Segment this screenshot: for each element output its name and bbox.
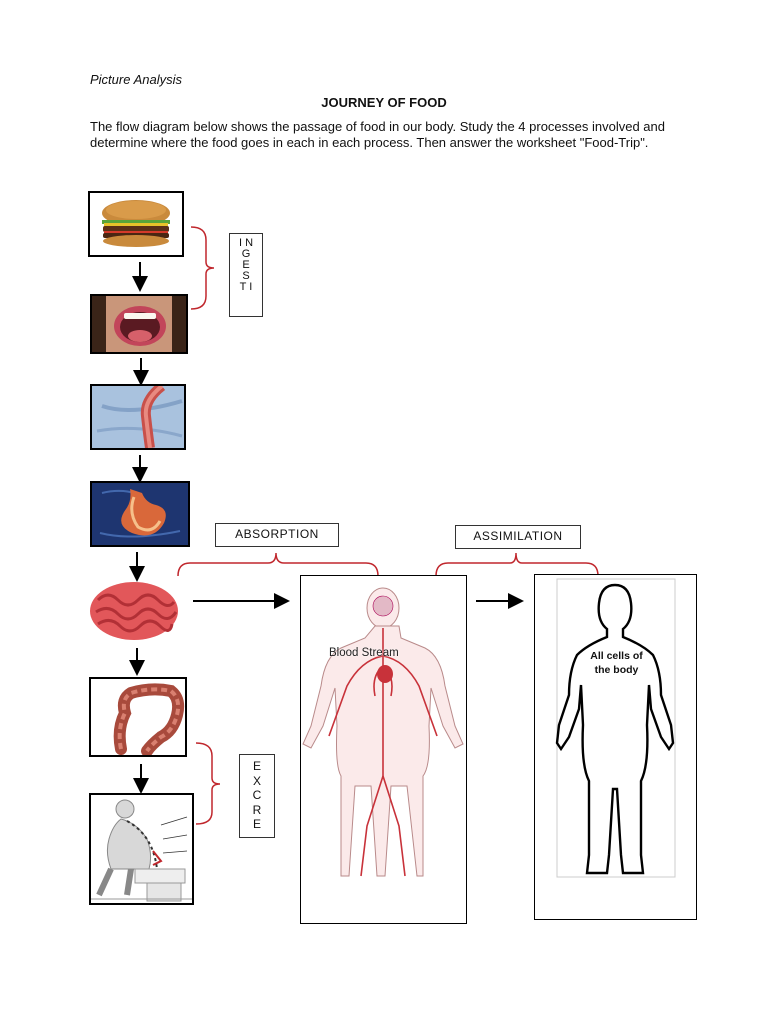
burger-icon [102,200,170,247]
ingestion-letter-2: G [241,248,251,260]
mouth-image [90,294,188,354]
all-cells-label-line2: the body [594,664,639,676]
assimilation-label: ASSIMILATION [455,525,581,549]
intro-paragraph: The flow diagram below shows the passage… [90,119,665,150]
excretion-letter-5: E [252,817,261,831]
blood-stream-panel: Blood Stream [300,575,467,924]
ingestion-letter-5: T I [239,281,253,293]
small-intestine-icon [90,582,178,640]
page-title: JOURNEY OF FOOD [321,95,447,110]
absorption-bracket [177,552,379,577]
ingestion-label: I N G E S T I [229,233,263,317]
stomach-icon [92,483,188,545]
excretion-letter-1: E [252,759,261,773]
excretion-letter-4: R [252,802,262,817]
body-outline-icon [555,578,676,878]
ingestion-letter-3: E [242,259,250,271]
excretion-label: E X C R E [239,754,275,838]
absorption-label: ABSORPTION [215,523,339,547]
large-intestine-image [89,677,187,757]
esophagus-icon [92,386,184,448]
stomach-image [90,481,190,547]
all-cells-panel: All cells of the body [534,574,697,920]
large-intestine-icon [113,683,185,755]
toilet-posture-image [89,793,194,905]
circulatory-system-icon [302,587,464,877]
open-mouth-icon [92,296,186,352]
small-intestine-image [88,580,180,642]
blood-stream-label: Blood Stream [329,647,399,659]
all-cells-label-line1: All cells of [590,650,643,662]
excretion-letter-3: C [252,788,262,802]
ingestion-bracket [190,226,215,310]
burger-image [88,191,184,257]
toilet-sitting-icon [91,799,192,902]
section-heading: Picture Analysis [90,72,182,87]
assimilation-bracket [435,552,599,577]
excretion-letter-2: X [252,773,261,788]
ingestion-letter-1: I N [238,237,254,249]
ingestion-letter-4: S [242,270,250,282]
excretion-bracket [195,742,221,825]
all-cells-label: All cells of the body [535,649,698,677]
